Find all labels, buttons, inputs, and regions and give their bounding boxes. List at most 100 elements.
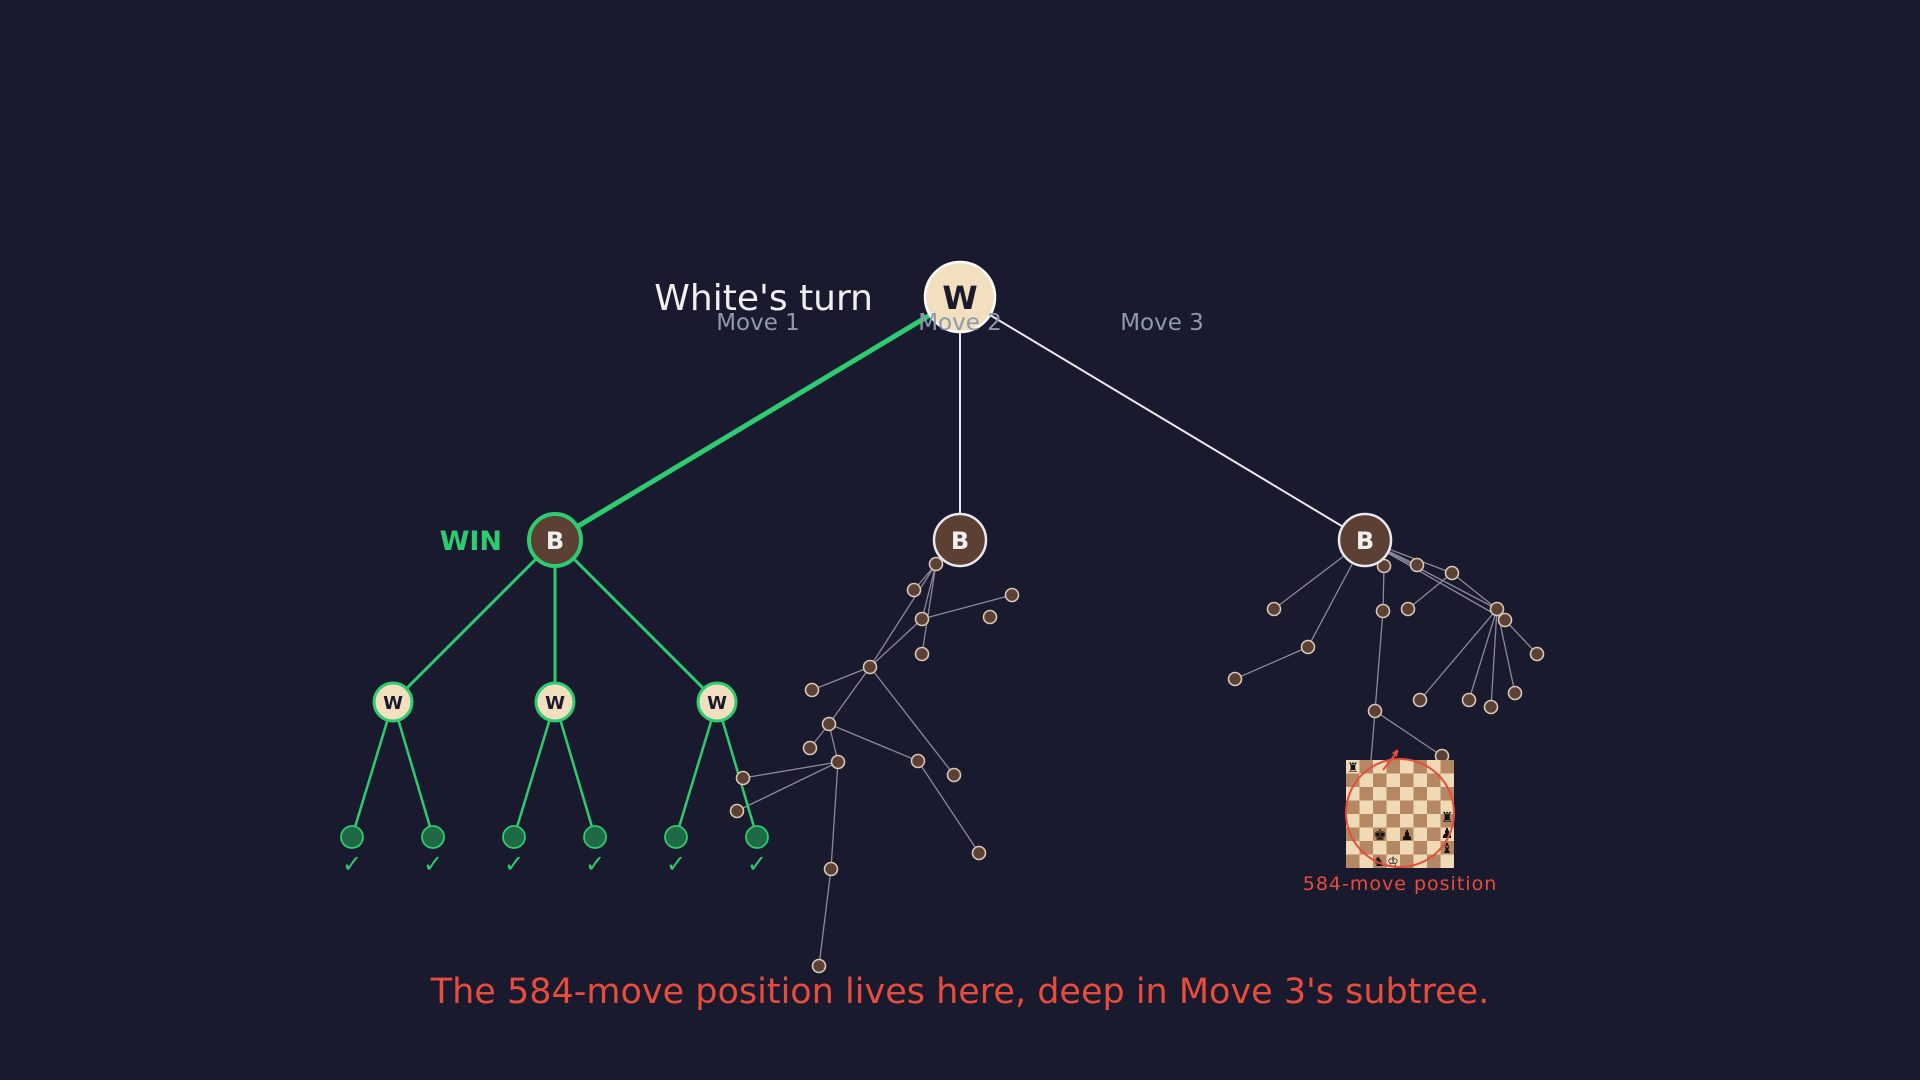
white-child-1-letter: W xyxy=(383,693,403,714)
board-square xyxy=(1373,814,1387,828)
root-turn-label: White's turn xyxy=(654,278,873,319)
check-icon: ✓ xyxy=(504,850,524,878)
black-node-move-2-circle xyxy=(932,512,988,568)
leaf-node[interactable] xyxy=(664,825,688,849)
board-square xyxy=(1373,800,1387,814)
edge-root-move-3 xyxy=(959,296,1366,541)
black-node-move-1[interactable]: B xyxy=(527,512,583,568)
move-2-subtree-node[interactable] xyxy=(971,845,987,861)
move-2-subtree-node[interactable] xyxy=(862,659,878,675)
board-square xyxy=(1359,760,1373,774)
move-3-subtree-node[interactable] xyxy=(1507,685,1523,701)
move-3-subtree-node[interactable] xyxy=(1489,601,1505,617)
root-node-letter: W xyxy=(942,279,977,317)
move-3-subtree-node[interactable] xyxy=(1444,565,1460,581)
move-2-subtree-node[interactable] xyxy=(914,646,930,662)
move-3-subtree-edge xyxy=(1451,572,1498,610)
leaf-node[interactable] xyxy=(745,825,769,849)
move-2-subtree-edge xyxy=(828,723,919,762)
board-square xyxy=(1440,773,1454,787)
move-2-subtree-node[interactable] xyxy=(914,611,930,627)
highlight-message: The 584-move position lives here, deep i… xyxy=(430,972,1490,1012)
move-2-subtree-node[interactable] xyxy=(946,767,962,783)
move-2-subtree-edge xyxy=(736,761,839,812)
leaf-node[interactable] xyxy=(421,825,445,849)
black-node-move-3-circle xyxy=(1337,512,1393,568)
move-2-subtree-node[interactable] xyxy=(802,740,818,756)
move-3-subtree-node[interactable] xyxy=(1375,603,1391,619)
move-2-subtree-node[interactable] xyxy=(910,753,926,769)
black-pawn-icon: ♟ xyxy=(1401,828,1414,844)
move-3-subtree-edge xyxy=(1468,608,1498,701)
move-2-subtree-edge xyxy=(869,563,937,668)
move-2-subtree-edge xyxy=(869,618,923,668)
move-3-subtree-node[interactable] xyxy=(1461,692,1477,708)
board-square xyxy=(1386,814,1400,828)
board-square xyxy=(1427,773,1441,787)
board-square xyxy=(1427,854,1441,868)
black-node-move-2[interactable]: B xyxy=(932,512,988,568)
white-child-2[interactable]: W xyxy=(534,681,576,723)
board-square xyxy=(1386,787,1400,801)
move-2-subtree-node[interactable] xyxy=(811,958,827,974)
move-2-subtree-node[interactable] xyxy=(821,716,837,732)
move-2-subtree-edge xyxy=(869,666,955,776)
move-2-subtree-node[interactable] xyxy=(982,609,998,625)
move-2-subtree-node[interactable] xyxy=(830,754,846,770)
move-3-subtree-node[interactable] xyxy=(1412,692,1428,708)
move-2-subtree-node[interactable] xyxy=(1004,587,1020,603)
white-child-3[interactable]: W xyxy=(696,681,738,723)
board-square xyxy=(1400,854,1414,868)
move-3-subtree-node[interactable] xyxy=(1497,612,1513,628)
white-child-1[interactable]: W xyxy=(372,681,414,723)
board-square xyxy=(1346,814,1360,828)
move-3-subtree-node[interactable] xyxy=(1400,601,1416,617)
board-square xyxy=(1359,841,1373,855)
black-node-move-3[interactable]: B xyxy=(1337,512,1393,568)
board-square xyxy=(1400,814,1414,828)
board-square xyxy=(1413,787,1427,801)
move-2-subtree-node[interactable] xyxy=(906,582,922,598)
board-square xyxy=(1400,800,1414,814)
leaf-node[interactable] xyxy=(340,825,364,849)
move-3-subtree-node[interactable] xyxy=(1266,601,1282,617)
move-3-subtree-edge xyxy=(1374,610,1384,712)
leaf-node[interactable] xyxy=(502,825,526,849)
black-node-move-2-letter: B xyxy=(951,527,969,555)
move-2-subtree-node[interactable] xyxy=(823,861,839,877)
board-square xyxy=(1440,800,1454,814)
board-square xyxy=(1386,800,1400,814)
move-3-subtree-node[interactable] xyxy=(1483,699,1499,715)
highlighted-position-board[interactable]: ♜ ♜ ♟ ♝ ♚ ♟ ♞ ♔ xyxy=(1345,749,1455,870)
check-icon: ✓ xyxy=(666,850,686,878)
move-3-subtree-node[interactable] xyxy=(1367,703,1383,719)
move-3-subtree-node[interactable] xyxy=(1529,646,1545,662)
move-3-subtree-edge xyxy=(1407,572,1453,610)
board-square xyxy=(1359,773,1373,787)
board-square xyxy=(1400,827,1414,841)
board-square xyxy=(1400,787,1414,801)
move-3-label: Move 3 xyxy=(1120,310,1204,336)
edge-b1-w1 xyxy=(391,538,557,704)
board-square xyxy=(1346,787,1360,801)
root-node[interactable]: W xyxy=(923,260,997,334)
white-king-icon: ♔ xyxy=(1387,855,1399,870)
move-2-subtree-node[interactable] xyxy=(729,803,745,819)
white-child-1-circle xyxy=(372,681,414,723)
black-node-move-1-circle xyxy=(527,512,583,568)
board-square xyxy=(1400,773,1414,787)
move-2-subtree-edge xyxy=(921,563,937,620)
move-2-subtree-edge xyxy=(921,594,1013,620)
black-king-icon: ♚ xyxy=(1373,826,1386,844)
move-2-subtree-node[interactable] xyxy=(804,682,820,698)
move-3-subtree-node[interactable] xyxy=(1300,639,1316,655)
move-2-subtree-node[interactable] xyxy=(735,770,751,786)
board-square xyxy=(1359,787,1373,801)
board-square xyxy=(1413,841,1427,855)
move-3-subtree-node[interactable] xyxy=(1409,557,1425,573)
move-2-subtree-edge xyxy=(818,868,832,967)
edge-w1-leaf-1 xyxy=(350,701,395,838)
move-3-subtree-node[interactable] xyxy=(1227,671,1243,687)
move-2-subtree-node[interactable] xyxy=(928,556,944,572)
leaf-node[interactable] xyxy=(583,825,607,849)
